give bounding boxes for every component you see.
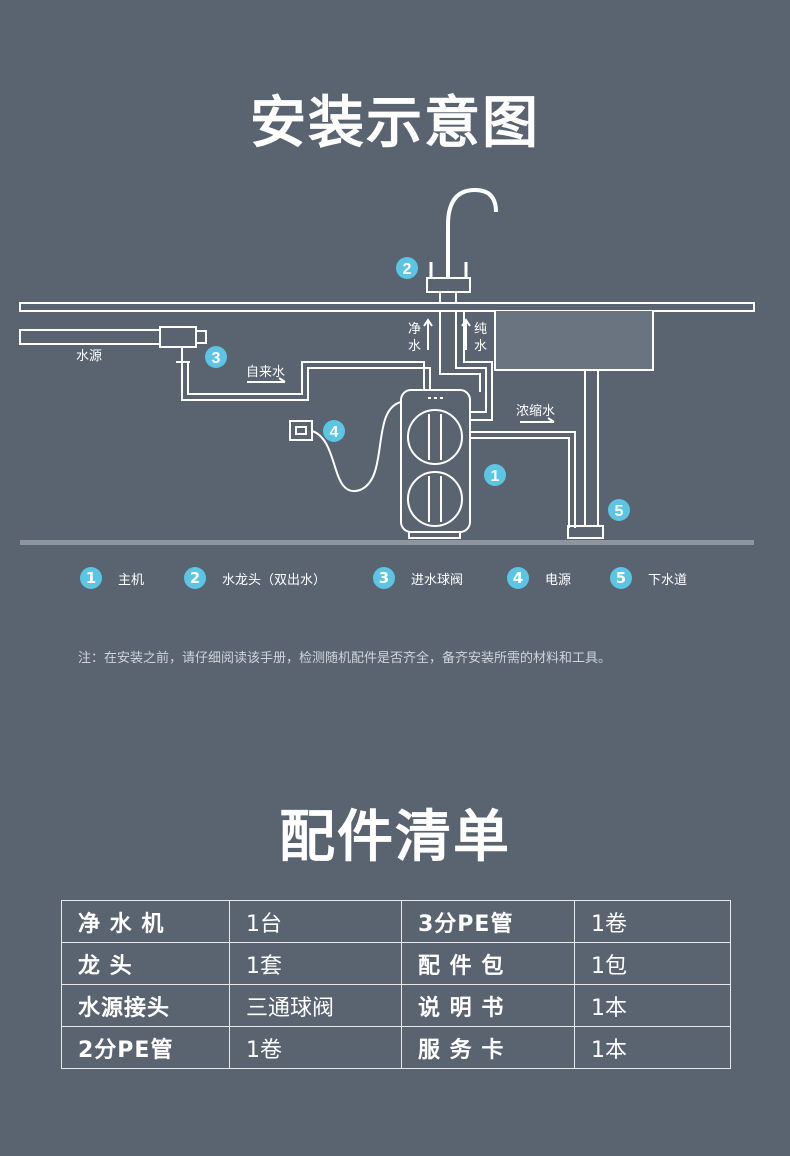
part-name: 水源接头: [61, 984, 230, 1027]
part-name: 说 明 书: [401, 984, 575, 1027]
water-source-pipe: [19, 329, 161, 345]
part-qty: 1套: [229, 942, 402, 985]
table-row: 2分PE管 1卷 服 务 卡 1本: [61, 1026, 731, 1069]
part-name: 服 务 卡: [401, 1026, 575, 1069]
power-cable: [311, 401, 402, 493]
legend-item-power: 4 电源: [507, 564, 571, 592]
drain-pipe: [584, 370, 599, 528]
legend-item-drain: 5 下水道: [610, 564, 687, 592]
purified-water-label-1: 净: [408, 321, 421, 336]
purified-water-label-2: 水: [408, 338, 421, 353]
part-name: 龙 头: [61, 942, 230, 985]
table-row: 水源接头 三通球阀 说 明 书 1本: [61, 984, 731, 1027]
installation-note: 注：在安装之前，请仔细阅读该手册，检测随机配件是否齐全，备齐安装所需的材料和工具…: [78, 651, 612, 666]
marker-3: 3: [205, 346, 227, 368]
marker-5: 5: [608, 499, 630, 521]
part-name: 2分PE管: [61, 1026, 230, 1069]
marker-4: 4: [323, 420, 345, 442]
legend-label: 水龙头（双出水）: [222, 572, 327, 588]
installation-diagram: 水源 自来水 净 水 纯 水 浓缩水 1 2 3 4 5: [19, 187, 755, 545]
pure-water-label-2: 水: [474, 338, 487, 353]
faucet-lines: [439, 311, 493, 421]
svg-text:4: 4: [330, 424, 339, 441]
legend-badge: 5: [610, 567, 632, 589]
floor: [20, 540, 754, 545]
concentrate-label: 浓缩水: [516, 403, 555, 418]
parts-table: 净 水 机 1台 3分PE管 1卷 龙 头 1套 配 件 包 1包 水源接头 三…: [61, 900, 731, 1069]
drain-base: [567, 525, 604, 539]
concentrate-line: [470, 431, 576, 528]
faucet: [446, 187, 498, 292]
svg-text:5: 5: [615, 503, 624, 520]
marker-1: 1: [484, 464, 506, 486]
sink-basin: [494, 311, 654, 371]
countertop: [19, 302, 755, 312]
part-qty: 1本: [574, 984, 731, 1027]
legend-label: 进水球阀: [411, 572, 464, 588]
part-qty: 1包: [574, 942, 731, 985]
page-title: 安装示意图: [250, 91, 540, 156]
legend-item-inlet-valve: 3 进水球阀: [373, 564, 463, 592]
legend: 1 主机 2 水龙头（双出水） 3 进水球阀 4 电源 5 下水道: [0, 564, 790, 592]
parts-list-title: 配件清单: [279, 805, 511, 870]
main-unit: [400, 389, 471, 533]
part-qty: 1本: [574, 1026, 731, 1069]
table-row: 净 水 机 1台 3分PE管 1卷: [61, 900, 731, 943]
legend-item-faucet: 2 水龙头（双出水）: [184, 564, 326, 592]
water-source-label: 水源: [76, 348, 102, 363]
legend-badge: 1: [80, 567, 102, 589]
part-name: 3分PE管: [401, 900, 575, 943]
legend-badge: 3: [373, 567, 395, 589]
svg-text:1: 1: [491, 468, 500, 485]
part-name: 配 件 包: [401, 942, 575, 985]
svg-text:3: 3: [212, 350, 221, 367]
legend-badge: 2: [184, 567, 206, 589]
table-row: 龙 头 1套 配 件 包 1包: [61, 942, 731, 985]
legend-item-main-unit: 1 主机: [80, 564, 144, 592]
power-outlet: [289, 420, 313, 441]
legend-label: 电源: [545, 572, 572, 588]
part-qty: 三通球阀: [229, 984, 402, 1027]
part-qty: 1卷: [574, 900, 731, 943]
tap-water-label: 自来水: [246, 364, 285, 379]
legend-label: 下水道: [648, 572, 688, 588]
legend-label: 主机: [118, 572, 145, 588]
svg-text:2: 2: [403, 261, 412, 278]
legend-badge: 4: [507, 567, 529, 589]
pure-water-label-1: 纯: [474, 321, 487, 336]
inlet-line: [181, 361, 431, 401]
marker-2: 2: [396, 257, 418, 279]
part-qty: 1卷: [229, 1026, 402, 1069]
part-qty: 1台: [229, 900, 402, 943]
part-name: 净 水 机: [61, 900, 230, 943]
